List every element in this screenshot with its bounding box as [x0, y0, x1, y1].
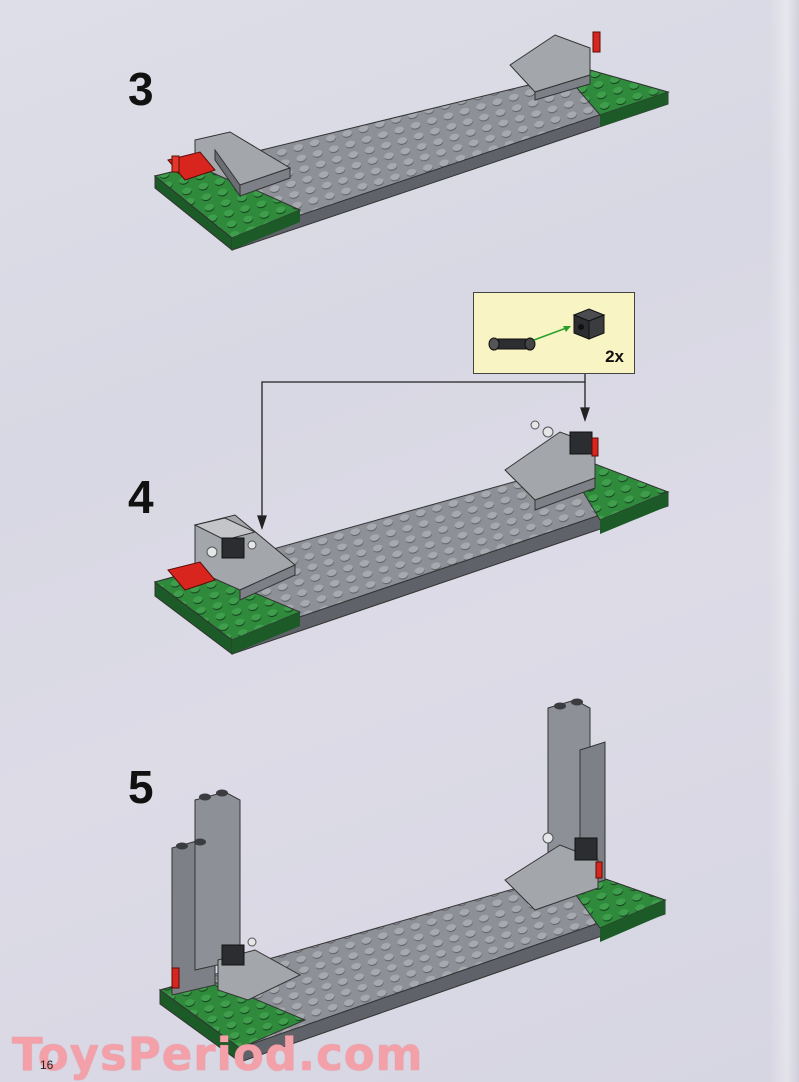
- step-3-slope-right: [509, 34, 591, 101]
- step-3-red-pieces: [167, 31, 601, 181]
- step-3-baseplate: [153, 69, 670, 252]
- step-4-leader-lines: [257, 374, 590, 531]
- step-5-column-left: [171, 789, 302, 1001]
- step-4-slope-left: [193, 514, 296, 601]
- step-number-4: 4: [128, 471, 154, 523]
- technic-pin-icon: [488, 337, 536, 351]
- step-4-red-pieces: [167, 437, 599, 591]
- step-4-callout: 2x: [473, 292, 635, 374]
- step-5-red-pieces: [171, 861, 603, 989]
- page-edge: [769, 0, 799, 1082]
- step-number-5: 5: [128, 761, 154, 813]
- connector-arrow-icon: [533, 326, 570, 341]
- step-5-baseplate: [158, 869, 667, 1063]
- callout-quantity: 2x: [605, 347, 624, 366]
- page-number: 16: [40, 1058, 54, 1072]
- watermark: ToysPeriod.com: [12, 1028, 424, 1081]
- callout-parts-icon: [488, 308, 606, 351]
- step-number-3: 3: [128, 63, 154, 115]
- technic-brick-icon: [572, 308, 606, 340]
- step-5-column-right: [504, 698, 606, 911]
